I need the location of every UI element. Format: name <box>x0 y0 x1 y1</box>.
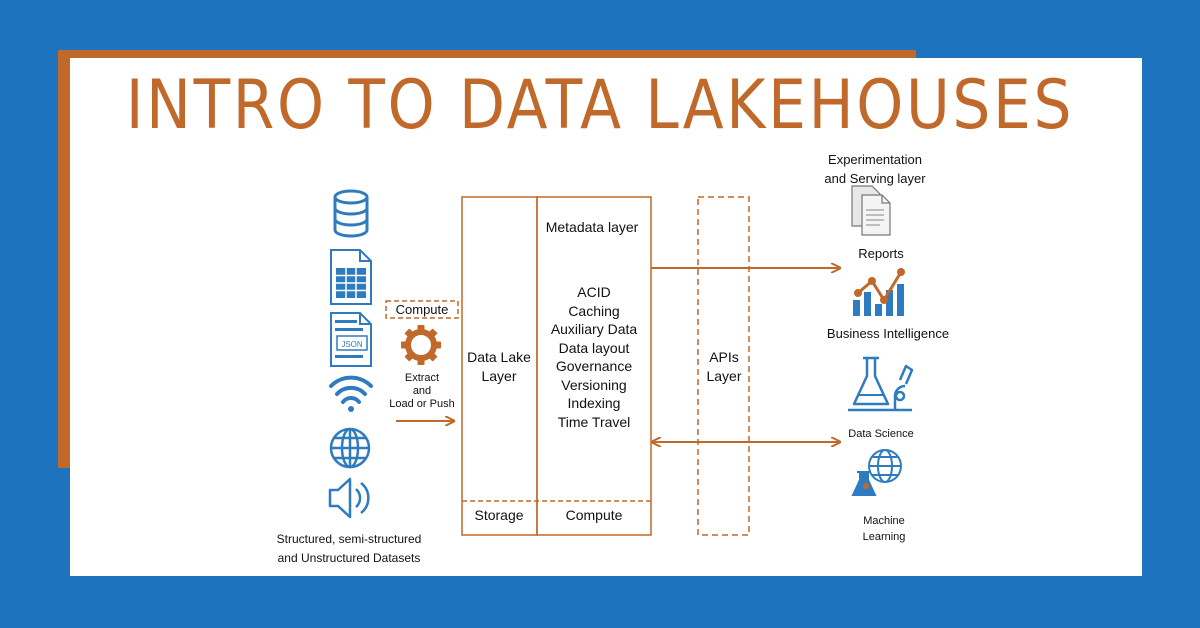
speaker-icon <box>328 477 370 519</box>
bi-label: Business Intelligence <box>826 326 950 341</box>
extract-line3: Load or Push <box>389 398 455 410</box>
serving-layer-header: Experimentation and Serving layer <box>824 151 925 188</box>
wifi-icon <box>329 375 373 412</box>
json-label: JSON <box>341 340 363 349</box>
data-lake-label: Data Lake Layer <box>467 348 531 385</box>
data-science-label: Data Science <box>848 428 914 440</box>
feature-list: ACID Caching Auxiliary Data Data layout … <box>551 283 637 431</box>
data-lake-line1: Data Lake <box>467 349 531 365</box>
serving-header-line2: and Serving layer <box>824 170 926 186</box>
feature-acid: ACID <box>577 284 611 300</box>
metadata-layer-label: Metadata layer <box>545 219 639 235</box>
sources-caption-line1: Structured, semi-structured <box>276 532 422 546</box>
feature-governance: Governance <box>555 358 633 374</box>
metadata-box <box>536 196 652 536</box>
page-title: INTRO TO DATA LAKEHOUSES <box>125 66 1075 145</box>
extract-line2: and <box>412 385 432 397</box>
feature-time-travel: Time Travel <box>557 413 631 430</box>
data-lake-line2: Layer <box>481 367 517 384</box>
gear-icon <box>401 325 441 365</box>
lab-flask-icon <box>848 356 914 412</box>
ml-globe-icon <box>851 449 902 496</box>
apis-layer-label: APIs Layer <box>706 348 741 385</box>
ml-line1: Machine <box>863 515 905 527</box>
globe-icon <box>329 427 371 469</box>
json-file-icon: JSON <box>330 312 372 367</box>
lakehouse-compute-label: Compute <box>565 507 623 523</box>
storage-label: Storage <box>474 507 524 523</box>
serving-header-line1: Experimentation <box>828 152 922 167</box>
sources-caption-line2: and Unstructured Datasets <box>277 550 421 565</box>
spreadsheet-icon <box>330 249 372 305</box>
ml-line2: Learning <box>862 531 906 543</box>
sources-caption: Structured, semi-structured and Unstruct… <box>277 530 422 567</box>
feature-caching: Caching <box>568 302 620 319</box>
ml-label: Machine Learning <box>863 513 906 545</box>
extract-label: Extract and Load or Push <box>389 372 454 411</box>
extract-line1: Extract <box>404 372 440 384</box>
apis-layer-box <box>697 196 750 536</box>
ingest-compute-box <box>385 300 459 319</box>
bi-chart-icon <box>853 268 905 316</box>
reports-document-icon <box>851 185 891 236</box>
feature-versioning: Versioning <box>561 376 627 393</box>
ingest-compute-label: Compute <box>395 302 449 317</box>
apis-line2: Layer <box>706 367 742 384</box>
content-card <box>70 58 1142 576</box>
feature-data-layout: Data layout <box>558 339 630 356</box>
database-icon <box>333 189 369 238</box>
feature-indexing: Indexing <box>567 395 621 411</box>
feature-auxiliary-data: Auxiliary Data <box>550 321 638 337</box>
apis-line1: APIs <box>709 349 739 365</box>
reports-label: Reports <box>858 246 904 261</box>
